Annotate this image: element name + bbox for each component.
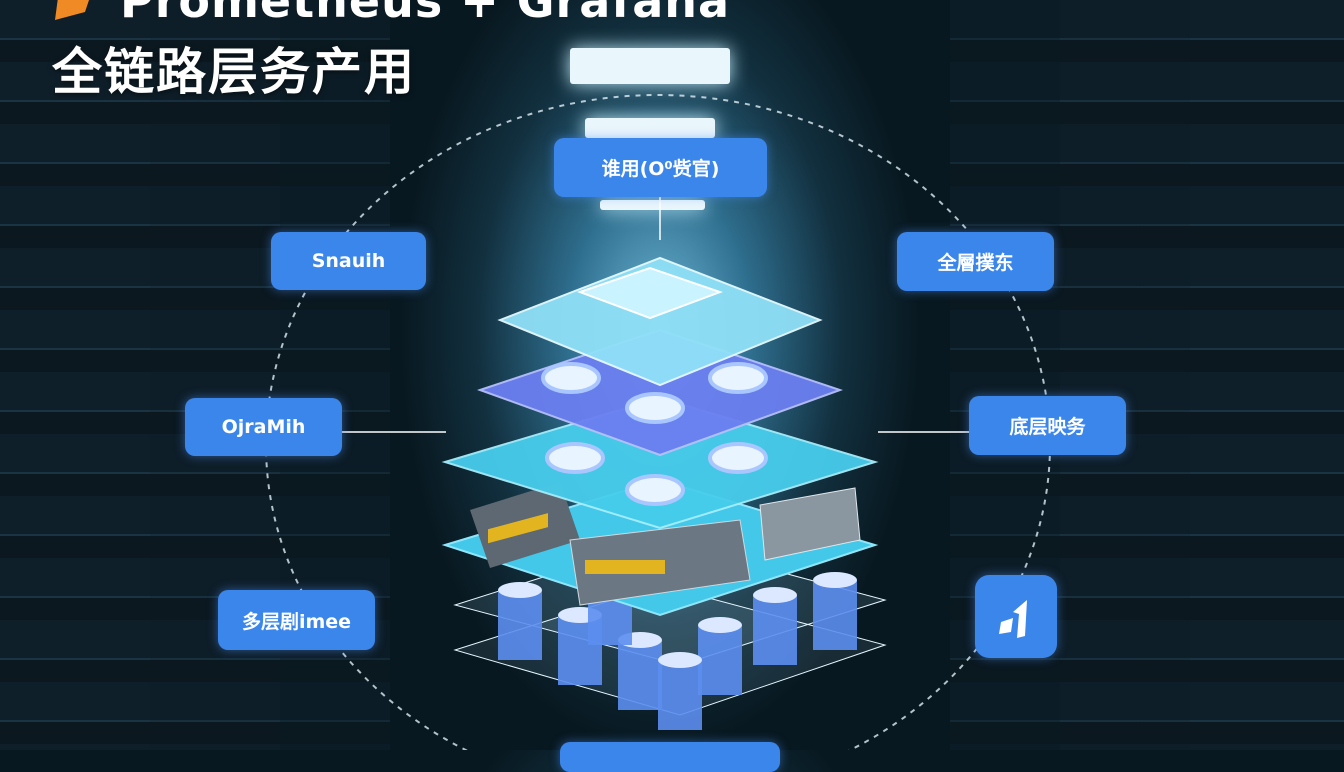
ceiling-light: [600, 200, 705, 210]
label-bottom[interactable]: [560, 742, 780, 772]
layer-application-tile: [577, 266, 723, 320]
storage-cylinders: [498, 567, 857, 730]
label-top[interactable]: 谁用(O⁰赀官): [554, 138, 767, 197]
server-rack-left: [0, 0, 150, 750]
label-upper-right[interactable]: 全層撲东: [897, 232, 1054, 291]
label-mid-right[interactable]: 底层映务: [969, 396, 1126, 455]
node-disc: [625, 392, 685, 424]
node-disc: [625, 474, 685, 506]
label-mid-left[interactable]: OjraMih: [185, 398, 342, 456]
server-unit: [569, 519, 751, 606]
ceiling-light: [585, 118, 715, 138]
storage-cylinder: [498, 582, 542, 660]
storage-cylinder: [813, 572, 857, 650]
node-discs: [541, 362, 768, 506]
storage-cylinder: [698, 617, 742, 695]
storage-cylinder: [658, 652, 702, 730]
label-upper-left[interactable]: Snauih: [271, 232, 426, 290]
ceiling-light: [570, 48, 730, 84]
server-unit: [759, 487, 861, 561]
server-rack-right-2: [1060, 0, 1190, 750]
logo-glyph-icon: [999, 599, 1027, 638]
node-disc: [708, 442, 768, 474]
layer-application: [497, 256, 823, 387]
node-disc: [545, 442, 605, 474]
label-lower-left[interactable]: 多层剧imee: [218, 590, 375, 650]
title-english: Prometheus + Grafana: [120, 0, 731, 28]
grafana-style-logo-icon[interactable]: [975, 575, 1057, 658]
node-disc: [708, 362, 768, 394]
storage-cylinder: [753, 587, 797, 665]
architecture-stack: [265, 94, 1051, 750]
server-unit: [470, 482, 580, 568]
title-chinese: 全链路层务产用: [52, 43, 416, 101]
logo-icon: [55, 0, 89, 20]
node-disc: [541, 362, 601, 394]
server-rack-right: [1190, 0, 1344, 750]
